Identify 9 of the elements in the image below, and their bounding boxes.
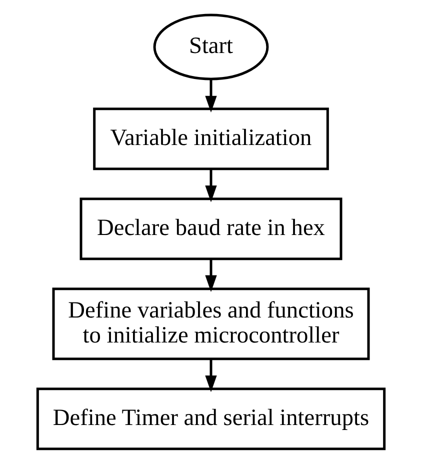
node-box: Variable initialization [93, 108, 329, 170]
node-box: Define Timer and serial interrupts [36, 388, 386, 450]
arrow [205, 168, 217, 202]
arrow [205, 79, 217, 113]
node-ellipse: Start [153, 14, 269, 80]
arrow [205, 359, 217, 392]
node-box: Define variables and functions to initialize microcontroller [52, 288, 370, 360]
arrow [205, 258, 217, 292]
node-box: Declare baud rate in hex [80, 198, 342, 260]
